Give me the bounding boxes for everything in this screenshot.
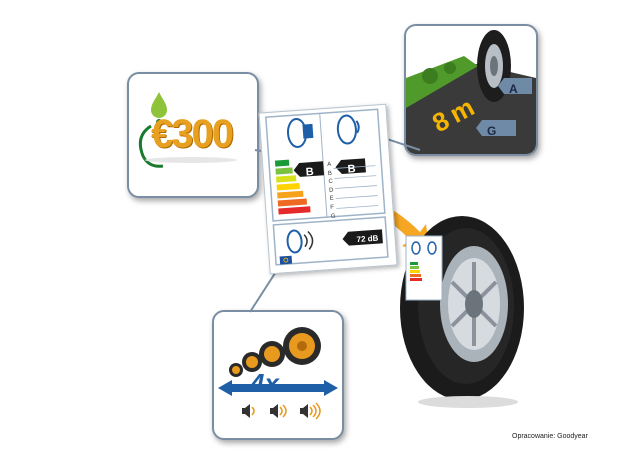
- grade-a-label: A: [509, 82, 518, 96]
- speaker-medium-icon: [259, 341, 285, 367]
- grade-a-arrow: [498, 78, 532, 94]
- speaker-small-icon: [229, 363, 243, 377]
- wet-road-illustration: [406, 30, 536, 154]
- noise-db-arrow: [342, 229, 383, 246]
- noise-level-value: 72 dB: [356, 233, 379, 245]
- noise-tire-icon: [286, 229, 314, 254]
- double-arrow-icon: [218, 380, 338, 396]
- fuel-efficiency-panel: €300: [127, 72, 259, 198]
- fuel-tire-icon: [286, 118, 314, 149]
- volume-small-icon: [242, 404, 255, 418]
- mini-eu-label: [405, 235, 443, 301]
- wet-grade-letter: B: [347, 163, 357, 176]
- speakers-icon: [218, 327, 338, 420]
- wet-grip-panel: 8 m A G: [404, 24, 538, 156]
- eu-tyre-label: B B ABCDEFG 72 dB: [258, 103, 398, 275]
- eu-flag-icon: [279, 255, 293, 265]
- wet-grade-arrow: [335, 158, 366, 174]
- fuel-grade-letter: B: [305, 165, 315, 179]
- grade-g-arrow: [476, 120, 516, 136]
- credit-caption: Opracowanie: Goodyear: [512, 433, 588, 440]
- label-graphics: [265, 108, 389, 266]
- wet-tire-icon: [336, 114, 360, 145]
- fuel-pump-icon: [138, 92, 237, 168]
- noise-panel: 4x: [212, 310, 344, 440]
- volume-medium-icon: [270, 404, 287, 418]
- grade-g-label: G: [487, 124, 497, 138]
- speaker-large-icon: [283, 327, 321, 365]
- volume-large-icon: [300, 402, 321, 420]
- fuel-grade-arrow: [293, 161, 325, 177]
- speaker-medium-icon: [242, 352, 262, 372]
- fuel-saving-amount: €300: [151, 112, 234, 156]
- noise-multiplier: 4x: [250, 368, 279, 398]
- energy-scale-bars: [274, 159, 311, 215]
